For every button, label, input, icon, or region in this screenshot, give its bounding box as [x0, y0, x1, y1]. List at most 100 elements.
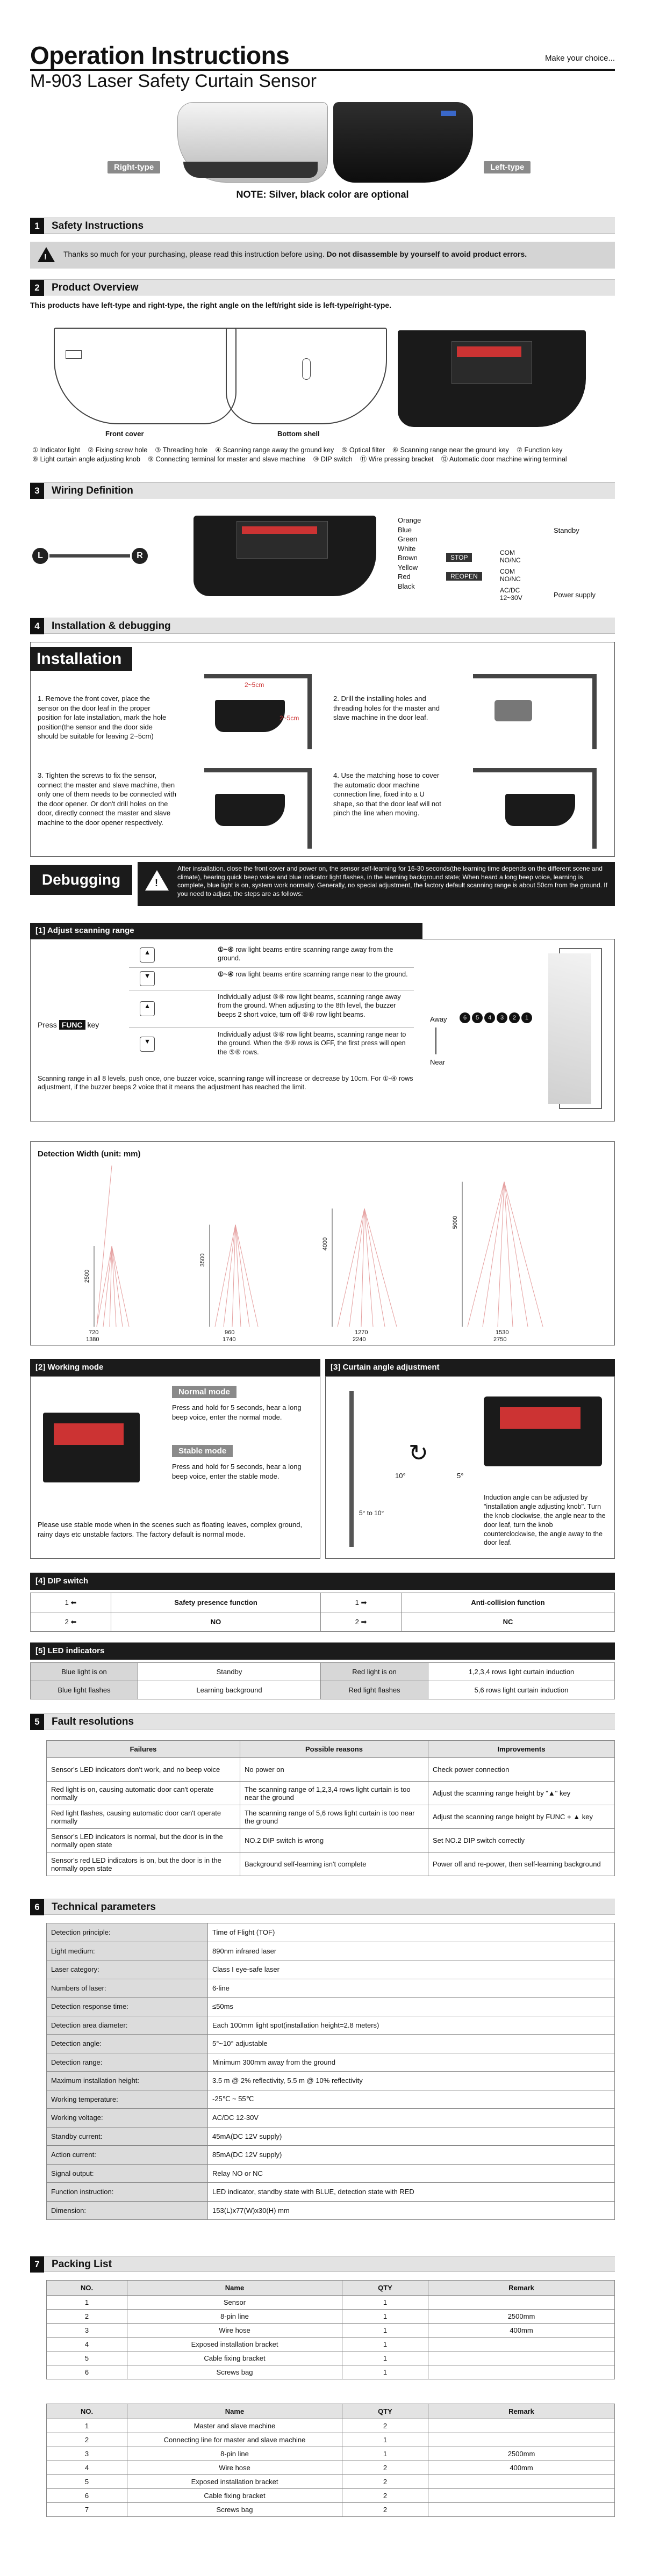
working-panel	[30, 1376, 320, 1559]
tech-row: Dimension:153(L)x77(W)x30(H) mm	[46, 2201, 615, 2220]
installation-title: Installation	[30, 647, 132, 671]
normal-text: Press and hold for 5 seconds, hear a lon…	[172, 1403, 302, 1421]
angle-title: [3] Curtain angle adjustment	[325, 1359, 615, 1376]
front-cover-diagram	[54, 328, 236, 424]
det-top-1: 960	[225, 1329, 235, 1336]
debugging-banner	[138, 862, 615, 906]
tech-row: Working temperature:-25℃ ~ 55℃	[46, 2089, 615, 2109]
cable	[49, 554, 130, 558]
press-func: Press FUNC key	[38, 1020, 99, 1030]
install-step-4: 4. Use the matching hose to cover the au…	[333, 771, 441, 817]
tech-row: Function instruction:LED indicator, stan…	[46, 2182, 615, 2202]
det-top-2: 1270	[355, 1329, 368, 1336]
door-edge	[349, 1391, 354, 1547]
adjust-title: [1] Adjust scanning range	[30, 923, 422, 939]
bottom-shell-label: Bottom shell	[277, 430, 320, 438]
angle-5: 5°	[457, 1472, 464, 1480]
model-subtitle: M-903 Laser Safety Curtain Sensor	[30, 71, 317, 91]
stable-text: Press and hold for 5 seconds, hear a lon…	[172, 1463, 302, 1480]
plug-l: L	[32, 548, 48, 564]
reopen-label: REOPEN	[446, 572, 482, 581]
det-bottom-1: 1740	[223, 1336, 236, 1343]
adjust-rows: ①~④ row light beams entire scanning rang…	[129, 945, 414, 1060]
debugging-text: After installation, close the front cove…	[177, 865, 607, 898]
tech-row: Detection angle:5°~10° adjustable	[46, 2034, 615, 2053]
safety-text: Thanks so much for your purchasing, plea…	[63, 250, 325, 258]
stop-label: STOP	[446, 553, 472, 562]
det-bottom-3: 2750	[493, 1336, 507, 1343]
tech-row: Light medium:890nm infrared laser	[46, 1941, 615, 1960]
right-type-label: Right-type	[108, 161, 161, 173]
install-step-3: 3. Tighten the screws to fix the sensor,…	[38, 771, 177, 827]
install-step-2: 2. Drill the installing holes and thread…	[333, 694, 440, 722]
det-h-3: 5000	[452, 1215, 459, 1229]
dim-2: 2~5cm	[280, 714, 299, 722]
stable-title: Stable mode	[172, 1445, 233, 1457]
normal-title: Normal mode	[172, 1386, 236, 1398]
plug-r: R	[132, 548, 148, 564]
left-type-label: Left-type	[484, 161, 531, 173]
angle-range: 5° to 10°	[359, 1509, 384, 1517]
tech-row: Signal output:Relay NO or NC	[46, 2163, 615, 2183]
led-title: [5] LED indicators	[30, 1642, 615, 1660]
adjust-note: Scanning range in all 8 levels, push onc…	[38, 1075, 413, 1091]
tech-row: Working voltage:AC/DC 12-30V	[46, 2108, 615, 2128]
standby-label: Standby	[554, 526, 579, 534]
tech-row: Laser category:Class I eye-safe laser	[46, 1960, 615, 1979]
door-diagram-1	[204, 674, 312, 749]
scan-range-diagram: Away Near 6 5 4 3 2 1	[430, 948, 607, 1115]
tech-row: Detection response time:≤50ms	[46, 1997, 615, 2016]
dim-1: 2~5cm	[245, 681, 264, 689]
tech-row: Detection range:Minimum 300mm away from …	[46, 2052, 615, 2072]
angle-panel	[325, 1376, 615, 1559]
debug-warning-icon	[145, 870, 169, 891]
det-bottom-2: 2240	[353, 1336, 366, 1343]
tech-row: Action current:85mA(DC 12V supply)	[46, 2145, 615, 2165]
tech-row: Detection area diameter:Each 100mm light…	[46, 2015, 615, 2035]
board-diagram	[398, 330, 586, 427]
working-board	[43, 1413, 140, 1482]
adjust-panel	[30, 939, 615, 1121]
color-note: NOTE: Silver, black color are optional	[236, 189, 409, 200]
black-sensor-image	[333, 102, 473, 183]
rotate-icon: ↻	[408, 1440, 428, 1466]
power-supply-label: Power supply	[554, 591, 596, 599]
tagline: Make your choice...	[544, 54, 615, 63]
safety-banner: ! Thanks so much for your purchasing, pl…	[30, 242, 615, 269]
det-h-0: 2500	[84, 1269, 91, 1283]
det-top-3: 1530	[496, 1329, 509, 1336]
detection-title: Detection Width (unit: mm)	[38, 1149, 141, 1159]
bottom-shell-diagram	[226, 328, 387, 424]
detection-cones	[94, 1166, 543, 1327]
dip-title: [4] DIP switch	[30, 1573, 615, 1590]
door-diagram-3	[204, 768, 312, 849]
warning-icon	[38, 247, 55, 262]
working-note: Please use stable mode when in the scene…	[38, 1521, 303, 1538]
tech-table: Detection principle:Time of Flight (TOF)…	[46, 1923, 615, 2220]
overview-intro: This products have left-type and right-t…	[30, 301, 392, 309]
wiring-board	[194, 516, 376, 596]
